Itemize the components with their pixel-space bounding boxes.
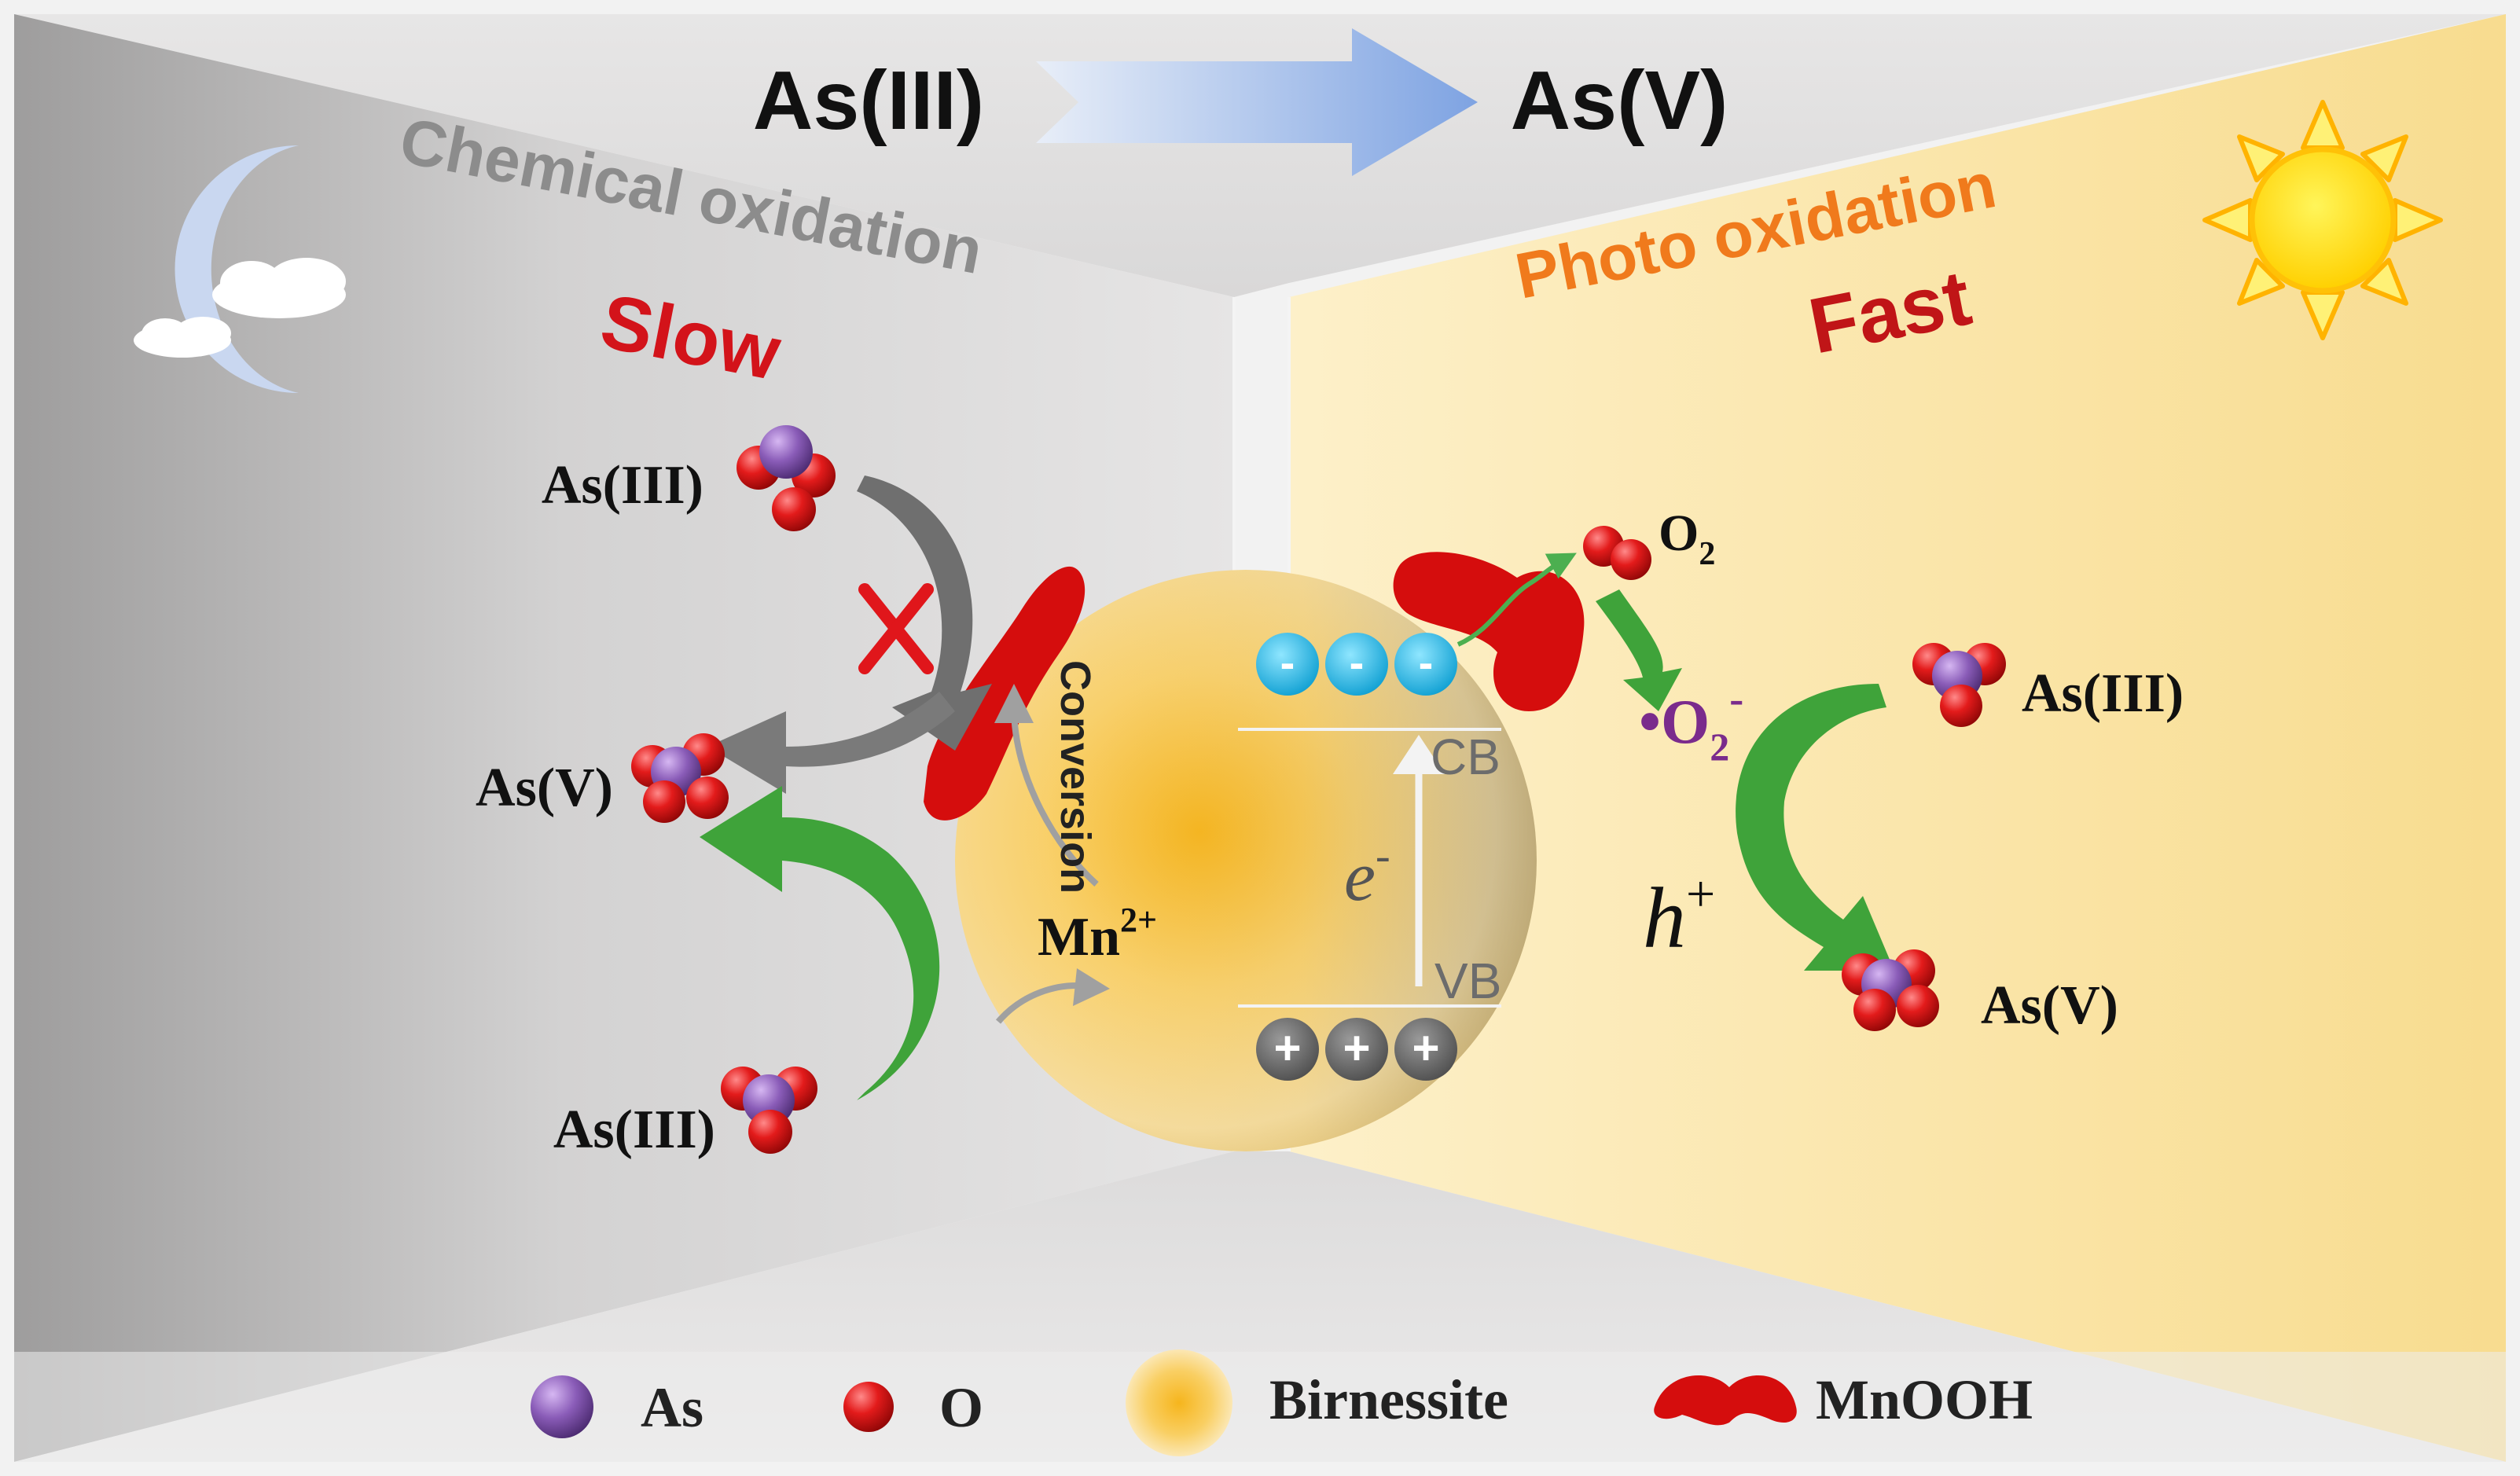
- mnooh-chemical: [924, 566, 1086, 821]
- legend: As O Birnessite MnOOH: [531, 1349, 2033, 1456]
- blocked-arrow-upper: [857, 475, 992, 751]
- as3-molecule-bottom: [721, 1067, 817, 1154]
- green-oxidation-arrow-photo: [1736, 684, 1894, 971]
- electron-symbol: -: [1350, 637, 1365, 687]
- o2-molecule: [1583, 526, 1651, 580]
- cb-label: CB: [1431, 729, 1501, 785]
- legend-item-mnooh: MnOOH: [1654, 1368, 2033, 1431]
- hole-row: + + +: [1256, 1018, 1457, 1081]
- legend-band: [14, 1352, 2506, 1462]
- hole-label: h+: [1643, 865, 1715, 966]
- hole: [1394, 1018, 1457, 1081]
- hole: [1256, 1018, 1319, 1081]
- legend-o-swatch: [843, 1382, 894, 1432]
- cloud-icon: [134, 258, 346, 358]
- hole-symbol: +: [1412, 1022, 1439, 1074]
- electron-transfer-arrow: [1457, 553, 1577, 647]
- electron-row: - - -: [1256, 633, 1457, 696]
- green-o2-reduction-arrow: [1596, 589, 1682, 711]
- electron-label: e-: [1344, 832, 1390, 916]
- legend-birnessite-label: Birnessite: [1269, 1368, 1508, 1431]
- as3-label-right: As(III): [2022, 663, 2184, 724]
- electron: [1256, 633, 1319, 696]
- as3-molecule-top: [737, 425, 836, 531]
- legend-item-o: O: [843, 1376, 983, 1439]
- vb-label: VB: [1434, 953, 1501, 1009]
- as3-molecule-right: [1912, 643, 2006, 727]
- as5-molecule-left: [631, 733, 729, 823]
- electron: [1394, 633, 1457, 696]
- conversion-curve-arrow: [1011, 707, 1099, 887]
- electron: [1325, 633, 1388, 696]
- legend-item-birnessite: Birnessite: [1126, 1349, 1508, 1456]
- top-panel: [14, 14, 2506, 297]
- legend-mnooh-label: MnOOH: [1816, 1368, 2033, 1431]
- legend-as-swatch: [531, 1375, 593, 1438]
- header-to-species: As(V): [1511, 54, 1728, 147]
- chemical-oxidation-panel: [14, 14, 1234, 1462]
- as3-label-top: As(III): [542, 455, 703, 516]
- conversion-arrow: [1036, 28, 1478, 176]
- hole: [1325, 1018, 1388, 1081]
- as5-molecule-right: [1842, 949, 1939, 1031]
- o2-label: O2: [1659, 505, 1715, 572]
- conversion-curve-arrow-head: [994, 684, 1034, 723]
- legend-mnooh-swatch: [1654, 1375, 1797, 1426]
- mnooh-photo: [1393, 552, 1585, 711]
- conversion-label: Conversion: [1052, 660, 1099, 894]
- header-from-species: As(III): [753, 54, 984, 147]
- blocked-arrow-lower: [707, 692, 955, 794]
- excitation-arrow-head: [1393, 735, 1445, 774]
- photo-oxidation-panel: [1289, 14, 2506, 1462]
- hole-symbol: +: [1273, 1022, 1301, 1074]
- electron-symbol: -: [1419, 637, 1434, 687]
- electron-symbol: -: [1280, 637, 1295, 687]
- legend-o-label: O: [939, 1376, 983, 1439]
- superoxide-label: •O2-: [1639, 675, 1743, 769]
- as5-label-left: As(V): [476, 758, 613, 818]
- hole-symbol: +: [1343, 1022, 1370, 1074]
- legend-item-as: As: [531, 1375, 703, 1439]
- as3-label-bottom: As(III): [553, 1100, 715, 1160]
- green-oxidation-arrow-chemical: [700, 786, 940, 1100]
- sun-icon: [2202, 100, 2443, 340]
- legend-birnessite-swatch: [1126, 1349, 1232, 1456]
- legend-as-label: As: [641, 1376, 703, 1439]
- mn-approach-arrow-head: [1073, 968, 1110, 1006]
- mn2-label: Mn2+: [1038, 901, 1157, 967]
- blocked-x-icon: [858, 583, 934, 674]
- as5-label-right: As(V): [1981, 975, 2118, 1036]
